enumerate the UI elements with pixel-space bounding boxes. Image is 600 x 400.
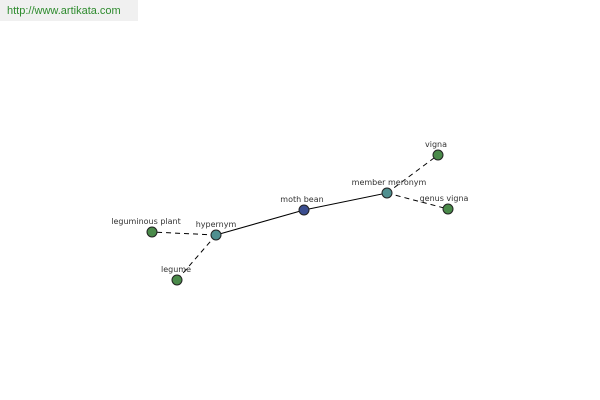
node-member-meronym[interactable] <box>381 187 393 199</box>
edge-center-member-meronym <box>303 192 388 211</box>
edge-hypernym-legume <box>176 234 217 281</box>
site-url-link[interactable]: http://www.artikata.com <box>7 5 121 17</box>
label-hypernym[interactable]: hypernym <box>196 220 237 229</box>
node-vigna[interactable] <box>432 149 444 161</box>
label-moth-bean[interactable]: moth bean <box>280 195 323 204</box>
edge-center-hypernym <box>215 209 305 236</box>
label-member-meronym[interactable]: member meronym <box>352 178 427 187</box>
node-moth-bean[interactable] <box>298 204 310 216</box>
url-banner: http://www.artikata.com <box>0 0 138 21</box>
label-leguminous-plant[interactable]: leguminous plant <box>111 217 180 226</box>
node-genus-vigna[interactable] <box>442 203 454 215</box>
node-leguminous-plant[interactable] <box>146 226 158 238</box>
edge-member-meronym-genus-vigna <box>386 192 449 210</box>
edge-member-meronym-vigna <box>386 154 439 194</box>
label-vigna[interactable]: vigna <box>425 140 447 149</box>
label-legume[interactable]: legume <box>161 265 191 274</box>
node-hypernym[interactable] <box>210 229 222 241</box>
edge-hypernym-leguminous-plant <box>151 231 217 236</box>
label-genus-vigna[interactable]: genus vigna <box>420 194 469 203</box>
node-legume[interactable] <box>171 274 183 286</box>
